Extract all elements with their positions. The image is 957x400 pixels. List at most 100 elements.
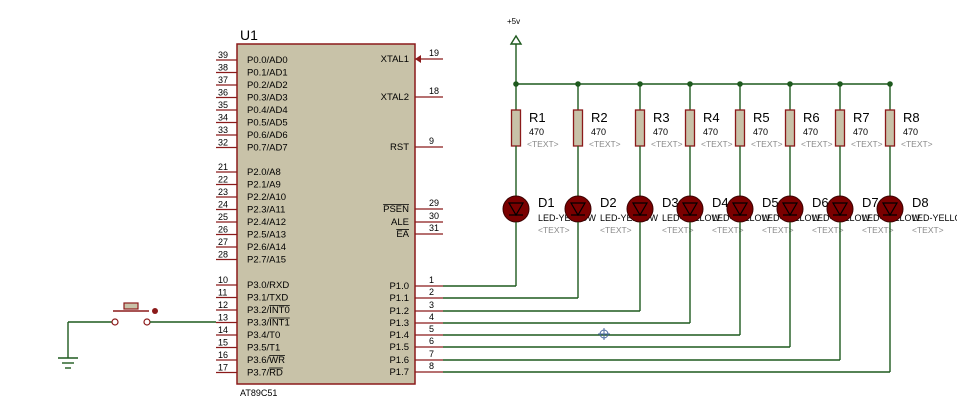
pin-name: P0.4/AD4 xyxy=(247,105,288,116)
resistor-ref: R6 xyxy=(803,110,820,125)
resistor-ref: R2 xyxy=(591,110,608,125)
pin-name: P1.5 xyxy=(389,342,409,353)
resistor-ref: R8 xyxy=(903,110,920,125)
pin-name: P2.6/A14 xyxy=(247,242,286,253)
reset-button[interactable] xyxy=(67,302,216,358)
led-ref: D4 xyxy=(712,195,729,210)
resistor-ref: R3 xyxy=(653,110,670,125)
pin-name: P2.4/A12 xyxy=(247,217,286,228)
resistor[interactable] xyxy=(834,109,846,147)
pin-name: EA xyxy=(396,229,409,240)
pin-number: 6 xyxy=(429,336,434,346)
pin-number: 31 xyxy=(429,223,439,233)
pin-number: 12 xyxy=(218,300,228,310)
led-ref: D1 xyxy=(538,195,555,210)
resistor-ref: R1 xyxy=(529,110,546,125)
pin-name: P3.7/RD xyxy=(247,368,283,379)
pin-name: P0.1/AD1 xyxy=(247,68,288,79)
pin-number: 36 xyxy=(218,88,228,98)
pin-name: P0.3/AD3 xyxy=(247,93,288,104)
resistor[interactable] xyxy=(734,109,746,147)
pin-number: 33 xyxy=(218,125,228,135)
chip-part: AT89C51 xyxy=(240,388,277,398)
pin-name: P1.0 xyxy=(389,281,409,292)
led[interactable] xyxy=(626,195,654,223)
resistor[interactable] xyxy=(572,109,584,147)
led-body xyxy=(826,195,854,223)
resistor-text: <TEXT> xyxy=(851,139,883,149)
led-text: <TEXT> xyxy=(812,225,844,235)
resistor[interactable] xyxy=(634,109,646,147)
pin-name: P1.2 xyxy=(389,306,409,317)
led-ref: D8 xyxy=(912,195,929,210)
led[interactable] xyxy=(564,195,592,223)
resistor-value: 470 xyxy=(753,127,768,137)
microcontroller[interactable]: U1 AT89C51 xyxy=(236,27,416,398)
led-channels: R1470<TEXT>D1LED-YELLOW<TEXT>R2470<TEXT>… xyxy=(443,81,957,373)
resistor-text: <TEXT> xyxy=(651,139,683,149)
pin-number: 37 xyxy=(218,75,228,85)
pin-name: P3.0/RXD xyxy=(247,280,289,291)
pin-number: 26 xyxy=(218,225,228,235)
pin-number: 32 xyxy=(218,138,228,148)
led-body xyxy=(676,195,704,223)
resistor[interactable] xyxy=(510,109,522,147)
pin-name: P0.5/AD5 xyxy=(247,118,288,129)
pin-number: 18 xyxy=(429,86,439,96)
diode-icon xyxy=(781,202,799,217)
resistor-value: 470 xyxy=(529,127,544,137)
led[interactable] xyxy=(876,195,904,223)
resistor-text: <TEXT> xyxy=(589,139,621,149)
resistor-value: 470 xyxy=(703,127,718,137)
resistor[interactable] xyxy=(784,109,796,147)
led-body xyxy=(502,195,530,223)
chip-ref: U1 xyxy=(240,27,258,43)
led[interactable] xyxy=(726,195,754,223)
pin-name: P3.5/T1 xyxy=(247,343,280,354)
led-text: <TEXT> xyxy=(762,225,794,235)
pin-number: 11 xyxy=(218,288,227,298)
led[interactable] xyxy=(776,195,804,223)
pin-name: P2.1/A9 xyxy=(247,180,281,191)
pin-number: 4 xyxy=(429,312,434,322)
pin-name: P1.1 xyxy=(389,293,409,304)
clock-input-icon xyxy=(415,55,421,63)
pin-number: 10 xyxy=(218,275,228,285)
diode-icon xyxy=(681,202,699,217)
pin-name: XTAL1 xyxy=(381,54,409,65)
led-text: <TEXT> xyxy=(538,225,570,235)
pin-number: 23 xyxy=(218,187,228,197)
led-body xyxy=(726,195,754,223)
ground-icon xyxy=(58,357,78,369)
pin-number: 38 xyxy=(218,63,228,73)
pin-name: P2.7/A15 xyxy=(247,255,286,266)
button-contact-right xyxy=(143,318,151,326)
led-body xyxy=(876,195,904,223)
led-ref: D6 xyxy=(812,195,829,210)
resistor-value: 470 xyxy=(853,127,868,137)
resistor[interactable] xyxy=(884,109,896,147)
led[interactable] xyxy=(826,195,854,223)
diode-icon xyxy=(831,202,849,217)
pin-number: 15 xyxy=(218,338,228,348)
pin-number: 14 xyxy=(218,325,228,335)
diode-icon xyxy=(507,202,525,217)
pin-name: P1.3 xyxy=(389,318,409,329)
pin-name: P3.4/T0 xyxy=(247,330,280,341)
pin-number: 28 xyxy=(218,250,228,260)
pin-number: 27 xyxy=(218,237,228,247)
pin-number: 2 xyxy=(429,287,434,297)
pin-name: P1.6 xyxy=(389,355,409,366)
pin-number: 21 xyxy=(218,162,228,172)
pin-name: P3.6/WR xyxy=(247,355,285,366)
resistor-value: 470 xyxy=(903,127,918,137)
resistor[interactable] xyxy=(684,109,696,147)
pin-name: P0.2/AD2 xyxy=(247,80,288,91)
led[interactable] xyxy=(502,195,530,223)
led[interactable] xyxy=(676,195,704,223)
resistor-ref: R5 xyxy=(753,110,770,125)
